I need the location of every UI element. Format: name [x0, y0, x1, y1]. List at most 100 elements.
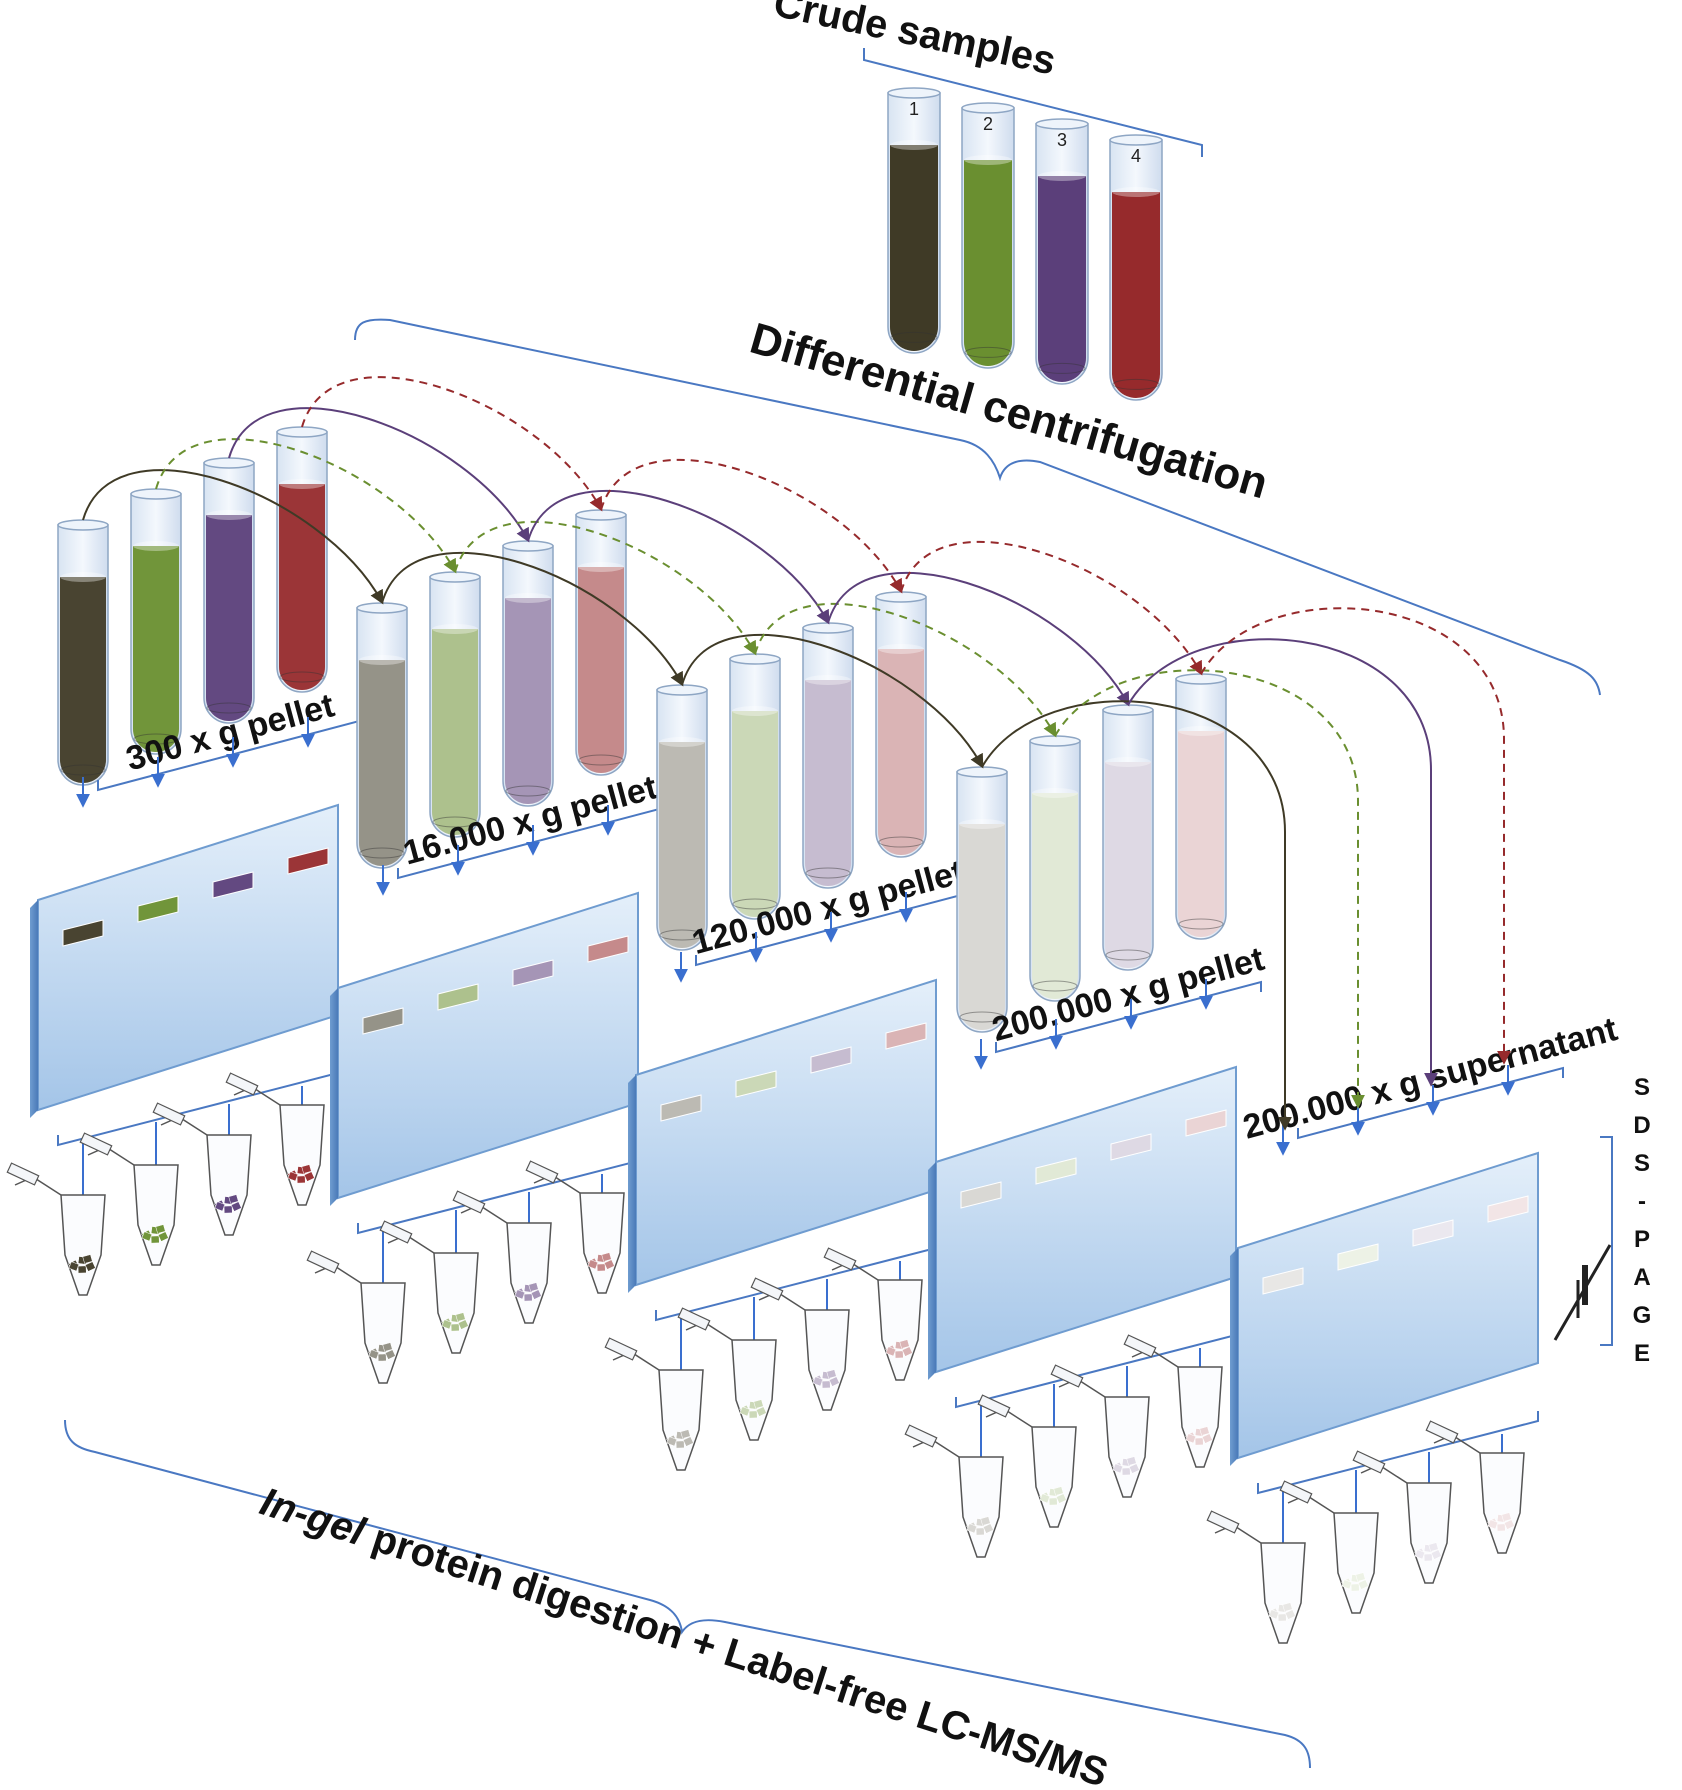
transfer-arc [681, 634, 984, 769]
gel-band [1412, 1219, 1454, 1247]
gel-piece [666, 1436, 678, 1447]
gel-band [960, 1181, 1002, 1209]
gel-piece [457, 1319, 469, 1330]
gel-piece [821, 1380, 831, 1389]
gel-piece [287, 1171, 299, 1182]
gel-slab [37, 803, 339, 1112]
gel-piece [587, 1259, 599, 1270]
gel-piece [1121, 1467, 1131, 1476]
gel-piece [514, 1289, 526, 1300]
gel-band [885, 1022, 927, 1050]
gel-piece [84, 1261, 96, 1272]
fraction-2-tube-4 [575, 509, 627, 776]
gel-piece [68, 1261, 80, 1272]
tube-number: 2 [983, 114, 993, 134]
eppendorf-tube [823, 1247, 923, 1381]
fraction-4-tube-1 [956, 766, 1008, 1033]
transfer-arc [754, 603, 1057, 738]
transfer-arrows [82, 376, 1511, 1131]
gel-piece [1414, 1549, 1426, 1560]
liquid-fill [659, 742, 705, 948]
eppendorf-tube [306, 1250, 406, 1384]
gel-piece [528, 1282, 539, 1292]
gel-piece [675, 1440, 685, 1449]
liquid-fill [1038, 176, 1086, 382]
liquid-fill [578, 567, 624, 773]
gel-piece [384, 1349, 396, 1360]
liquid-fill [1105, 762, 1151, 968]
liquid-fill [505, 598, 551, 804]
transfer-arc [155, 438, 457, 574]
gel-band [1487, 1195, 1529, 1223]
gel-piece [826, 1369, 837, 1379]
gel-piece [682, 1436, 694, 1447]
gel-piece [1428, 1542, 1439, 1552]
eppendorf-tube [152, 1102, 252, 1236]
gel-edge [330, 988, 338, 1206]
gel-band [62, 919, 104, 947]
liquid-fill [60, 577, 106, 783]
gel-piece [1201, 1433, 1213, 1444]
eppendorf-tube [904, 1424, 1004, 1558]
liquid-fill [359, 660, 405, 866]
gel-piece [753, 1399, 764, 1409]
gel-edge [628, 1075, 636, 1293]
transfer-arc [454, 521, 757, 656]
gel-piece [680, 1429, 691, 1439]
transfer-arc [600, 459, 903, 594]
gel-piece [980, 1516, 991, 1526]
tube-number: 1 [909, 99, 919, 119]
gel-piece [450, 1323, 460, 1332]
eppendorf-tube [1206, 1510, 1306, 1644]
gel-piece [755, 1406, 767, 1417]
gel-piece [82, 1254, 93, 1264]
gel-piece [1350, 1583, 1360, 1592]
gel-piece [1277, 1613, 1287, 1622]
gel-piece [301, 1164, 312, 1174]
gel-edge [928, 1162, 936, 1380]
fraction-1-tube-4 [276, 426, 328, 693]
fraction-2-tube-1 [356, 602, 408, 869]
gel-piece [1053, 1486, 1064, 1496]
gel-piece [296, 1175, 306, 1184]
gel-piece [155, 1224, 166, 1234]
gel-piece [966, 1523, 978, 1534]
eppendorf-tube [79, 1132, 179, 1266]
liquid-fill [1178, 731, 1224, 937]
liquid-fill [279, 484, 325, 690]
eppendorf-tube [525, 1160, 625, 1294]
fraction-2-tube-2 [429, 571, 481, 838]
gel-piece [1268, 1609, 1280, 1620]
gel-piece [601, 1252, 612, 1262]
gel-piece [214, 1201, 226, 1212]
fraction-4-tube-2 [1029, 735, 1081, 1002]
gel-band [362, 1007, 404, 1035]
gel-piece [368, 1349, 380, 1360]
gel-piece [901, 1346, 913, 1357]
gel-band [212, 871, 254, 899]
gel-band [810, 1046, 852, 1074]
gel-band [587, 935, 629, 963]
gel-slab [337, 891, 639, 1200]
sds-page-letter: S [1634, 1074, 1650, 1101]
eppendorf-tube [1279, 1480, 1379, 1614]
gel-piece [1501, 1512, 1512, 1522]
gel-band [512, 959, 554, 987]
gel-band [137, 895, 179, 923]
gel-slab [1237, 1151, 1539, 1460]
gel-piece [1487, 1519, 1499, 1530]
gel-slab [635, 978, 937, 1287]
gel-output-bracket [1257, 1411, 1539, 1495]
gel-piece [230, 1201, 242, 1212]
crude-sample-tube-4: 4 [1109, 134, 1163, 401]
fraction-1-tube-2 [130, 488, 182, 755]
gel-piece [975, 1527, 985, 1536]
gel-piece [1126, 1456, 1137, 1466]
transfer-arc [381, 552, 684, 687]
gel-piece [894, 1350, 904, 1359]
transfer-arc [1127, 638, 1438, 1087]
eppendorf-tube [677, 1307, 777, 1441]
eppendorf-tube [977, 1394, 1077, 1528]
